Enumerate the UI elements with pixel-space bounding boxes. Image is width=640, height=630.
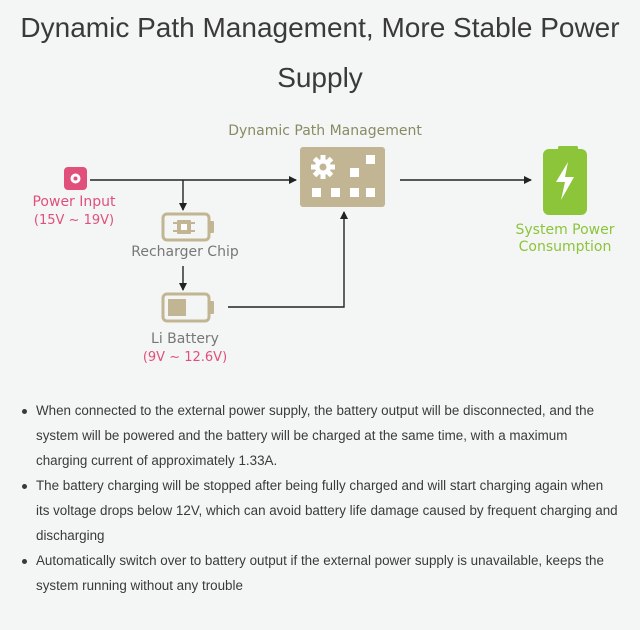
page-title-line-1: Dynamic Path Management, More Stable Pow… (20, 12, 620, 43)
system-power-label-1: System Power (515, 222, 615, 238)
power-input-range: (15V ~ 19V) (33, 213, 115, 228)
power-plug-icon (64, 167, 87, 190)
li-battery-label: Li Battery (151, 331, 219, 347)
bullet-item: Automatically switch over to battery out… (20, 548, 620, 598)
bullet-item: When connected to the external power sup… (20, 398, 620, 473)
battery-icon (161, 292, 214, 323)
chip-icon (161, 212, 214, 242)
power-path-diagram: Dynamic Path Management Power Input (15V… (0, 110, 640, 380)
dpm-board-icon (300, 147, 385, 207)
bullet-item: The battery charging will be stopped aft… (20, 473, 620, 548)
page-title-line-2: Supply (277, 62, 363, 93)
arrow-battery-to-dpm (228, 211, 348, 308)
recharger-chip-label: Recharger Chip (131, 244, 239, 260)
gear-icon (311, 155, 335, 179)
feature-bullet-list: When connected to the external power sup… (20, 398, 620, 598)
li-battery-range: (9V ~ 12.6V) (142, 350, 228, 365)
diagram-graphics (64, 146, 587, 323)
dpm-label: Dynamic Path Management (228, 123, 422, 139)
system-power-label-2: Consumption (518, 239, 612, 255)
charging-battery-icon (543, 146, 587, 215)
power-input-label: Power Input (32, 194, 116, 210)
